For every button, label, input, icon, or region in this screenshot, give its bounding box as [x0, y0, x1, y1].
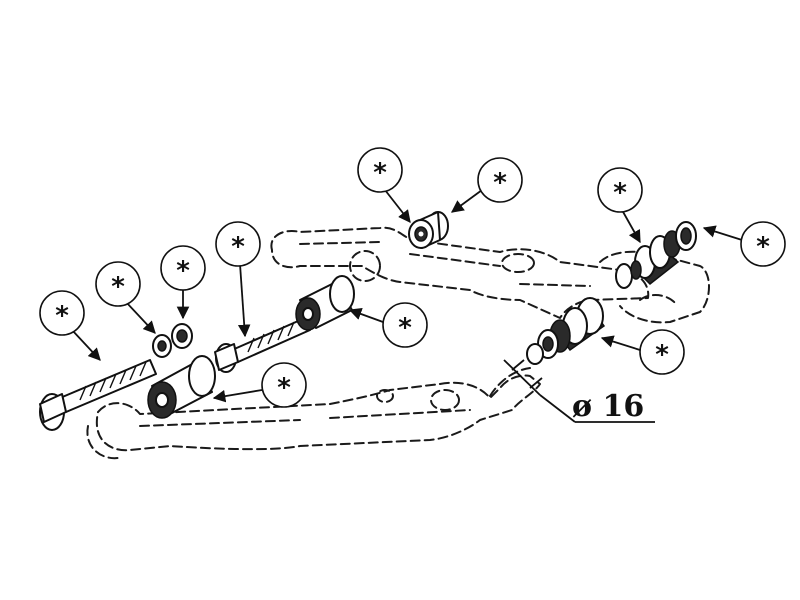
callout-asterisk: * [176, 256, 190, 286]
callout-circle [95, 261, 141, 307]
callout-asterisk: * [655, 340, 669, 370]
callout-asterisk: * [398, 313, 412, 343]
callout-asterisk: * [756, 232, 770, 262]
callouts: * * * * * * * * * * [39, 147, 786, 408]
upper-center-bushing [408, 211, 449, 249]
callout-circle [261, 362, 307, 408]
callout-asterisk: * [111, 272, 125, 302]
callout-circle [39, 290, 85, 336]
callout-asterisk: * [55, 301, 69, 331]
middle-bolt [214, 317, 311, 373]
dimension-label: ø 16 [572, 389, 644, 424]
long-bolt-left [39, 359, 157, 431]
callout-circle [382, 302, 428, 348]
upper-rear-bushing [295, 275, 355, 331]
callout-circle [597, 167, 643, 213]
callout-circle [639, 329, 685, 375]
diameter-dimension: ø 16 [503, 359, 655, 424]
callout-asterisk: * [231, 232, 245, 262]
lower-ball-joint-stack [526, 297, 606, 365]
callout-asterisk: * [373, 158, 387, 188]
callout-asterisk: * [277, 373, 291, 403]
callout-circle [215, 221, 261, 267]
callout-circle [740, 221, 786, 267]
washer-pair [152, 323, 193, 358]
callout-circle [477, 157, 523, 203]
callout-circle [357, 147, 403, 193]
lower-wishbone-outline [86, 367, 541, 460]
callout-asterisk: * [613, 178, 627, 208]
lower-front-bushing [147, 355, 216, 419]
upper-ball-joint-stack [615, 221, 697, 289]
upper-wishbone-outline [270, 226, 710, 324]
callout-asterisk: * [493, 168, 507, 198]
callout-circle [160, 245, 206, 291]
